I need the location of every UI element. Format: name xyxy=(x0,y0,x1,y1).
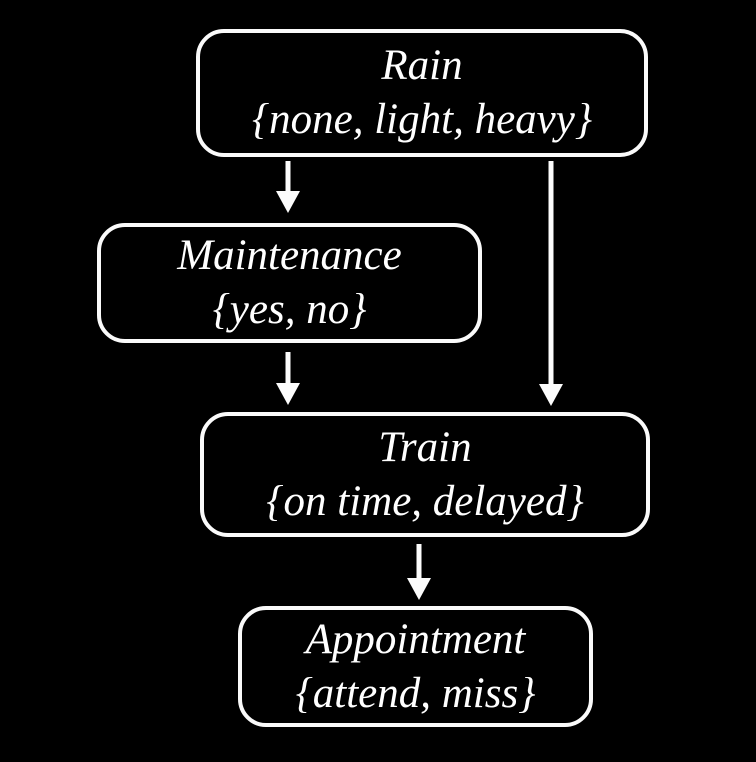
edge-train-to-appointment xyxy=(407,544,431,600)
edge-rain-to-maintenance xyxy=(276,161,300,213)
node-appointment-label: Appointment xyxy=(305,615,526,663)
arrowhead-icon xyxy=(407,578,431,600)
node-train-label: Train xyxy=(378,423,472,471)
node-rain-label: Rain xyxy=(381,42,463,89)
edge-rain-to-train xyxy=(539,161,563,406)
node-train-values: {on time, delayed} xyxy=(266,477,584,525)
node-rain: Rain {none, light, heavy} xyxy=(196,29,648,157)
node-rain-values: {none, light, heavy} xyxy=(251,96,593,143)
arrowhead-icon xyxy=(276,191,300,213)
node-appointment-values: {attend, miss} xyxy=(295,669,536,717)
node-maintenance: Maintenance {yes, no} xyxy=(97,223,482,343)
node-maintenance-label: Maintenance xyxy=(177,232,402,279)
arrowhead-icon xyxy=(276,383,300,405)
edge-maintenance-to-train xyxy=(276,352,300,405)
arrowhead-icon xyxy=(539,384,563,406)
node-train: Train {on time, delayed} xyxy=(200,412,650,537)
node-appointment: Appointment {attend, miss} xyxy=(238,606,593,727)
node-maintenance-values: {yes, no} xyxy=(212,286,367,333)
